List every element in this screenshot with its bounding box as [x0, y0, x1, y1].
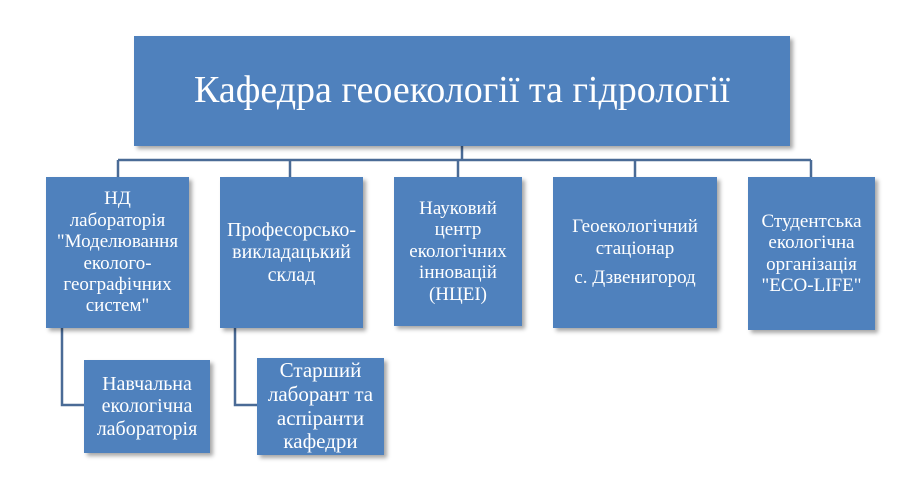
node-research-lab: НД лабораторія "Моделювання еколого- гео… [46, 177, 189, 328]
department-title-box: Кафедра геоекології та гідрології [134, 36, 790, 146]
node-teaching-staff: Професорсько- викладацький склад [220, 177, 363, 328]
node-research-lab-line: еколого- [83, 252, 152, 274]
node-lab-assistants-line: аспіранти [276, 405, 365, 430]
node-geoecology-station-line: стаціонар [595, 237, 675, 259]
node-teaching-staff-line: Професорсько- [226, 218, 356, 241]
node-research-lab-line: систем" [85, 295, 150, 317]
node-student-organization-line: організація [766, 253, 857, 275]
node-student-organization-line: "ECO-LIFE" [761, 274, 862, 296]
node-teaching-lab-line: екологічна [101, 395, 193, 418]
node-research-center-line: Науковий [419, 197, 497, 219]
node-lab-assistants-line: Старший [279, 358, 362, 383]
node-student-organization-line: екологічна [768, 232, 855, 254]
node-lab-assistants-line: кафедри [283, 429, 358, 454]
node-research-lab-line: географічних [63, 273, 172, 295]
node-research-lab-line: НД [104, 188, 131, 210]
node-research-lab-line: "Моделювання [56, 231, 179, 253]
node-research-center-line: екологічних [409, 240, 507, 262]
node-teaching-staff-line: викладацький [232, 241, 351, 264]
node-teaching-lab-line: лабораторія [96, 417, 198, 440]
node-research-center-line: інновацій [419, 262, 497, 284]
node-research-center: Науковий центр екологічних інновацій (НЦ… [394, 177, 522, 326]
node-research-center-line: (НЦЕІ) [428, 283, 488, 305]
node-student-organization-line: Студентська [761, 210, 862, 232]
node-student-organization: Студентська екологічна організація "ECO-… [748, 177, 875, 330]
node-lab-assistants-line: лаборант та [267, 381, 374, 406]
node-teaching-staff-line: склад [267, 263, 316, 286]
node-research-center-line: центр [434, 219, 482, 241]
node-lab-assistants: Старший лаборант та аспіранти кафедри [257, 358, 384, 455]
node-geoecology-station: Геоекологічний стаціонар с. Дзвенигород [553, 177, 717, 328]
node-geoecology-station-line: с. Дзвенигород [574, 267, 696, 289]
node-research-lab-line: лабораторія [69, 209, 166, 231]
node-geoecology-station-line: Геоекологічний [572, 216, 698, 238]
node-teaching-lab: Навчальна екологічна лабораторія [84, 360, 210, 453]
department-title: Кафедра геоекології та гідрології [194, 69, 730, 112]
node-teaching-lab-line: Навчальна [102, 372, 192, 395]
